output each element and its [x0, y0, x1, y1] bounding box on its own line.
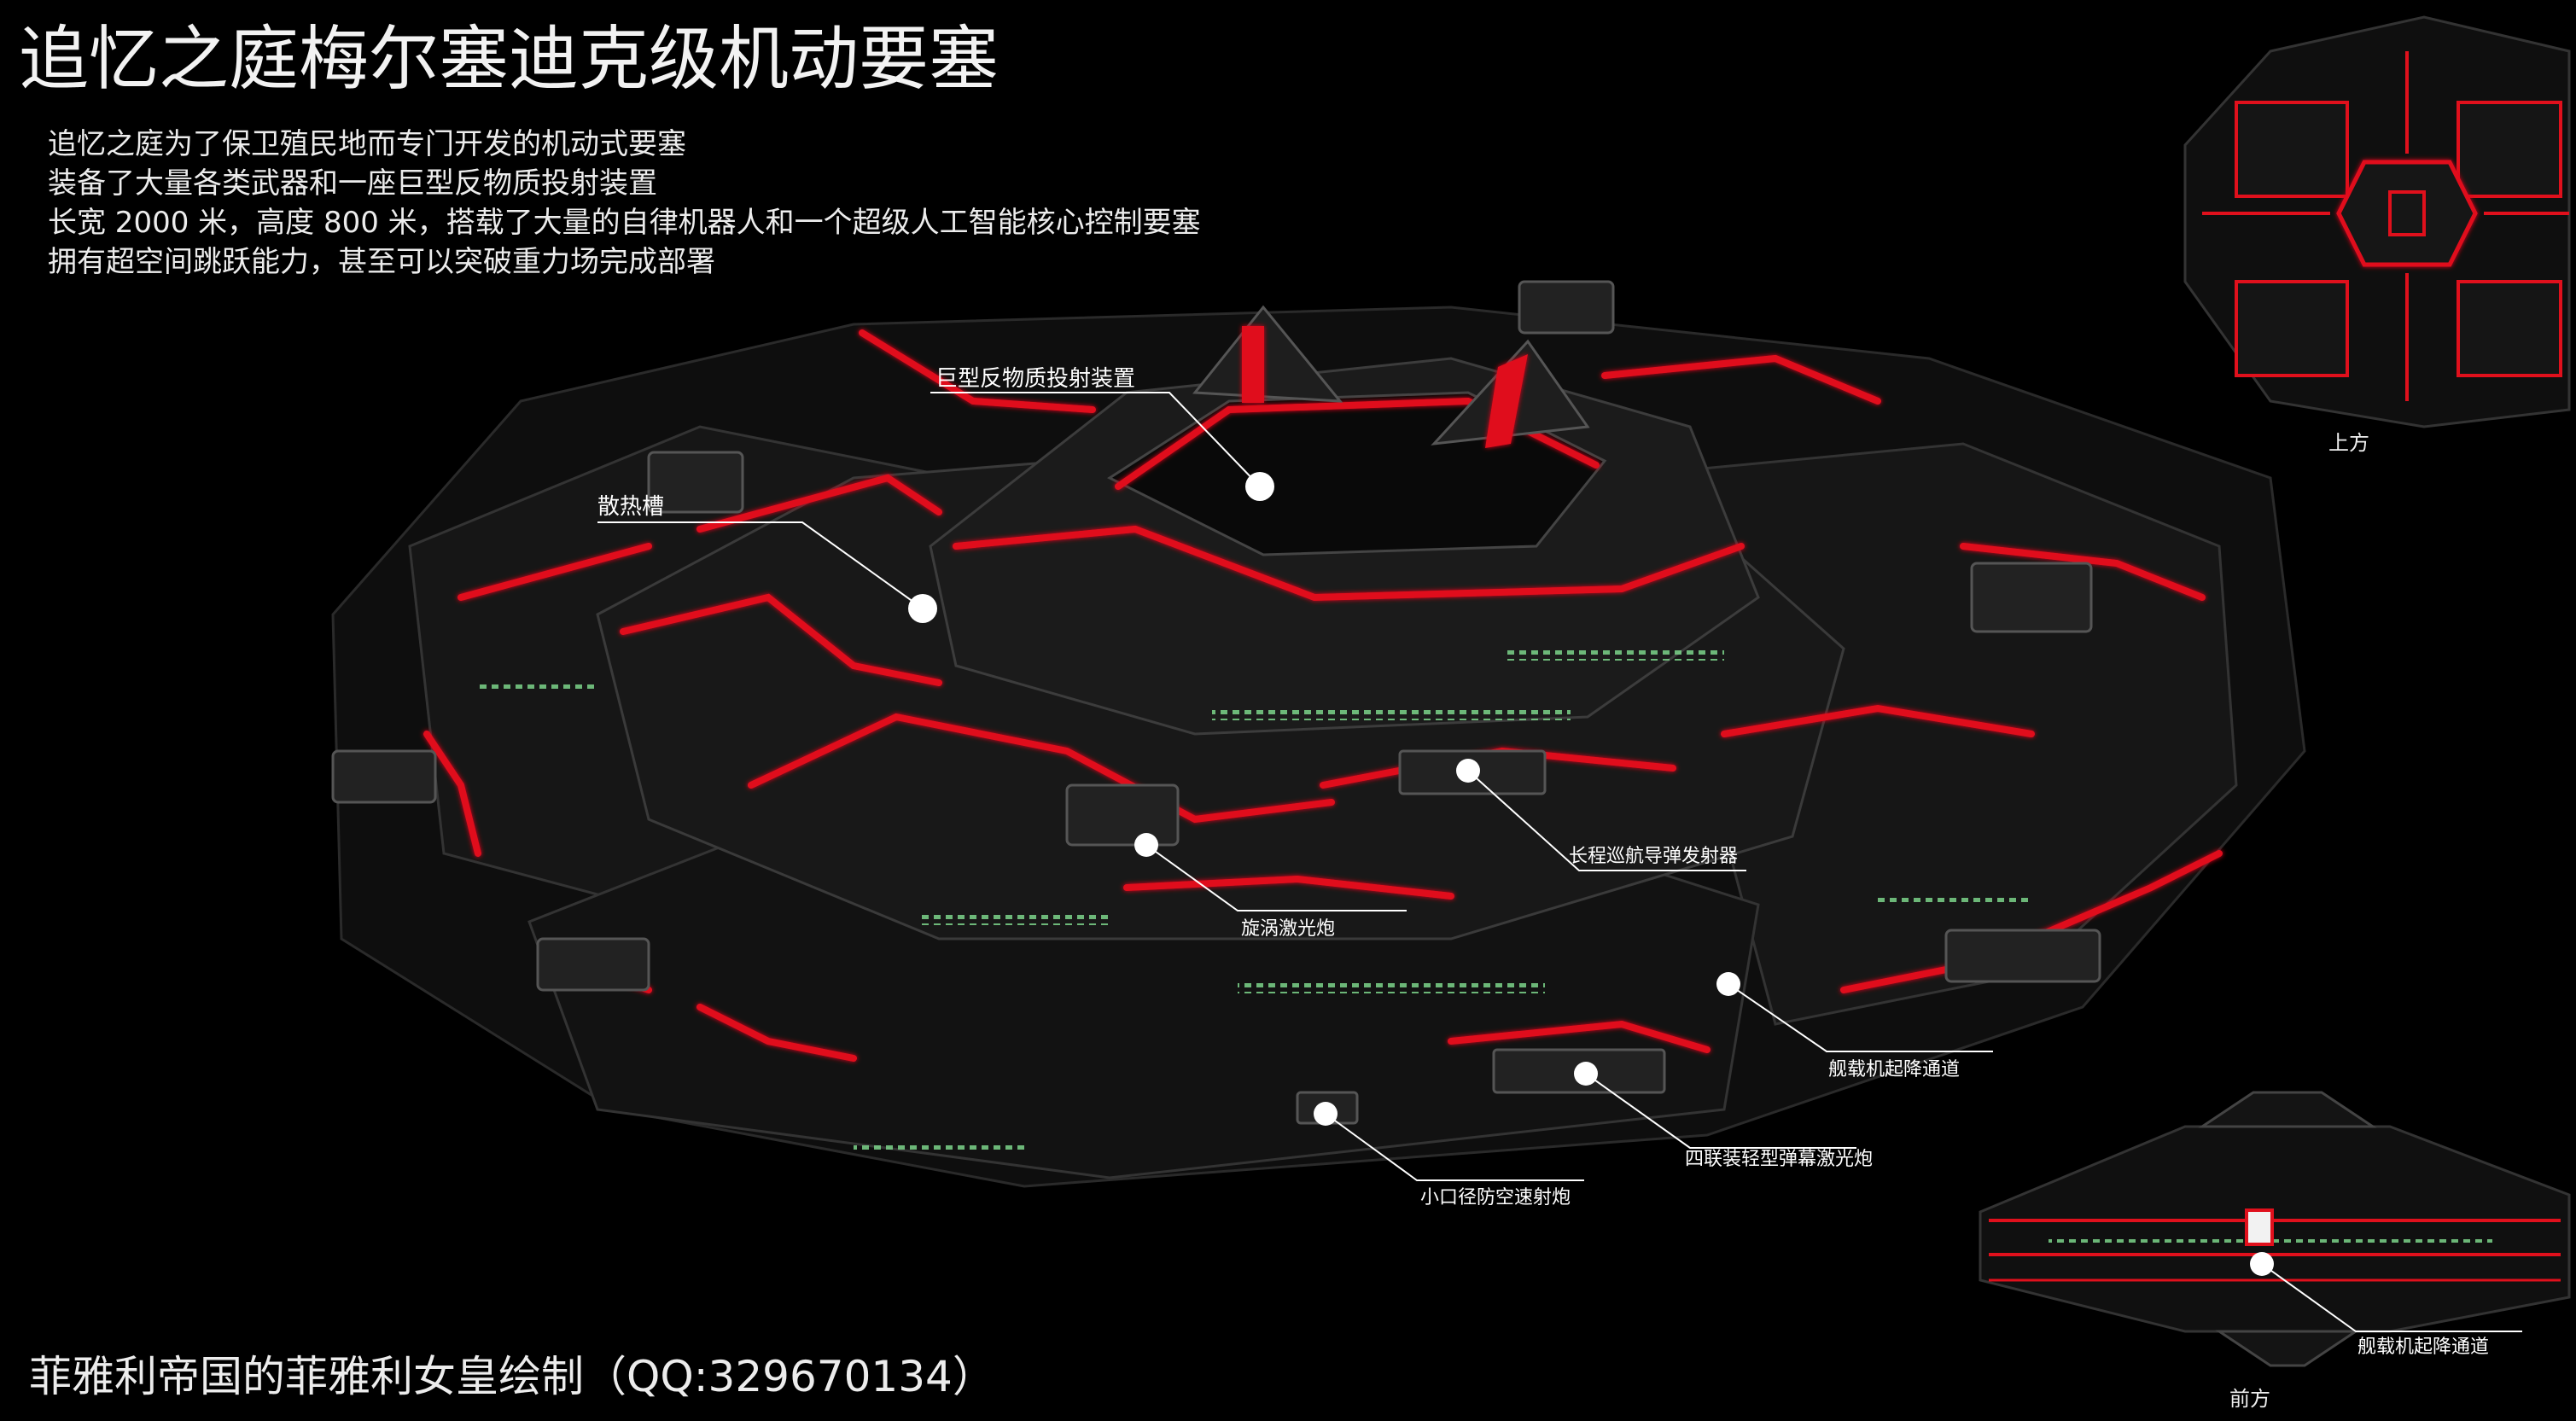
description-line: 装备了大量各类武器和一座巨型反物质投射装置 [48, 166, 657, 201]
page-title: 追忆之庭梅尔塞迪克级机动要塞 [19, 19, 1000, 100]
callout-antimatter-projector: 巨型反物质投射装置 [935, 366, 1136, 392]
description-line: 长宽 2000 米，高度 800 米，搭载了大量的自律机器人和一个超级人工智能核… [48, 206, 1201, 240]
callout-vortex-laser: 旋涡激光炮 [1241, 918, 1336, 940]
front-view-caption: 前方 [2229, 1387, 2270, 1411]
turrets [331, 280, 2101, 1125]
top-view-illustration [2183, 15, 2571, 428]
callout-small-aa-gun: 小口径防空速射炮 [1420, 1187, 1571, 1208]
front-view-illustration [1979, 1091, 2571, 1367]
callout-heat-sink: 散热槽 [597, 494, 665, 520]
callout-cruise-missile-launcher: 长程巡航导弹发射器 [1569, 846, 1739, 867]
top-view-caption: 上方 [2328, 431, 2369, 455]
callout-quad-barrage-laser: 四联装轻型弹幕激光炮 [1685, 1149, 1874, 1170]
callout-front-hangar-channel: 舰载机起降通道 [2357, 1337, 2490, 1358]
description-line: 拥有超空间跳跃能力，甚至可以突破重力场完成部署 [48, 245, 715, 279]
callout-hangar-channel: 舰载机起降通道 [1828, 1059, 1961, 1080]
antimatter-projector [1192, 305, 1590, 448]
callout-leaders [597, 392, 2522, 1332]
fortress-main-view [331, 280, 2306, 1188]
callout-dots [908, 472, 2274, 1276]
description-block: 追忆之庭为了保卫殖民地而专门开发的机动式要塞 装备了大量各类武器和一座巨型反物质… [48, 125, 1201, 282]
window-lights [478, 649, 2031, 1152]
author-credit: 菲雅利帝国的菲雅利女皇绘制（QQ:329670134） [29, 1352, 995, 1401]
description-line: 追忆之庭为了保卫殖民地而专门开发的机动式要塞 [48, 127, 686, 161]
